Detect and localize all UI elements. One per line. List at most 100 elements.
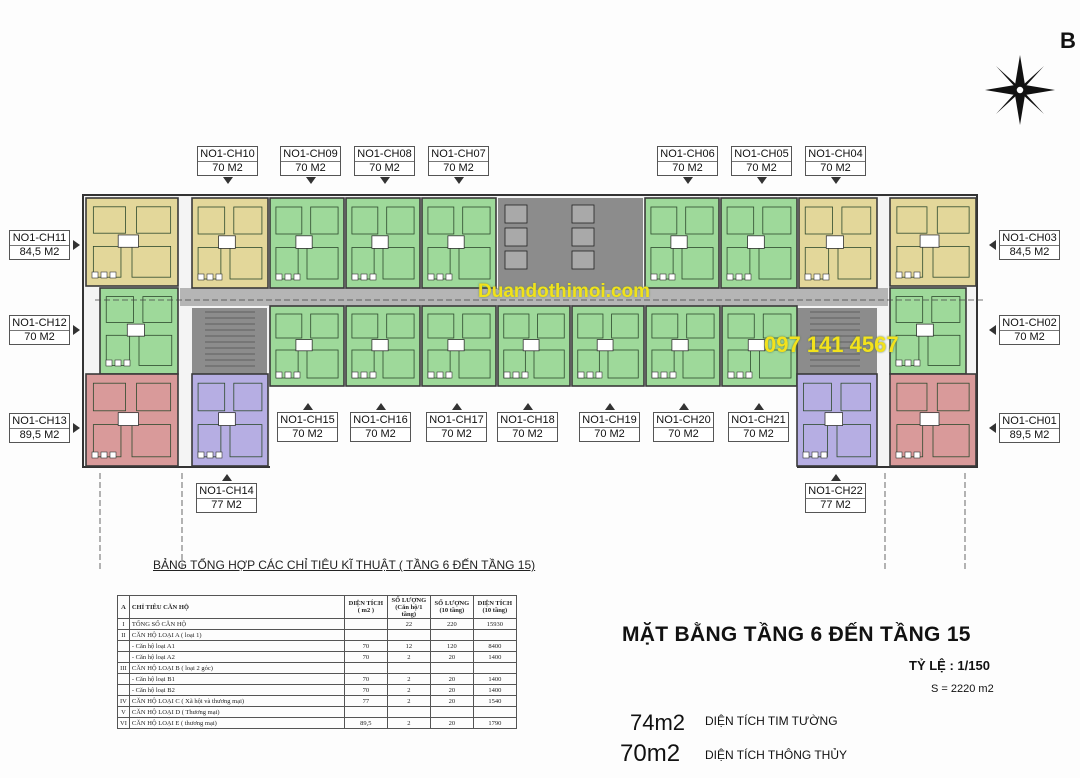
table-header-cell: SỐ LƯỢNG (Căn hộ/1 tầng) [386,595,431,619]
table-cell: 220 [429,618,474,630]
table-cell: 2 [386,684,431,696]
pointer-arrow-icon [523,403,533,410]
unit-no1-ch12 [99,287,179,375]
table-cell [429,706,474,718]
table-header-cell: A [117,595,130,619]
unit-area: 70 M2 [512,428,543,440]
unit-area: 70 M2 [295,162,326,174]
unit-no1-ch03 [889,197,977,287]
table-cell: 20 [429,651,474,663]
table-header-cell: SỐ LƯỢNG (10 tầng) [429,595,474,619]
unit-code: NO1-CH01 [1000,414,1059,429]
table-cell: III [117,662,130,674]
table-cell: 8400 [472,640,517,652]
unit-area: 70 M2 [292,428,323,440]
unit-code: NO1-CH19 [580,413,639,428]
table-cell: 12 [386,640,431,652]
unit-area: 89,5 M2 [1009,429,1050,441]
pointer-arrow-icon [223,177,233,184]
pointer-arrow-icon [73,240,80,250]
pointer-arrow-icon [73,423,80,433]
table-cell: 20 [429,717,474,729]
unit-code: NO1-CH07 [429,147,488,162]
table-cell: - Căn hộ loại A1 [128,640,345,652]
stair-core-left [192,308,267,374]
table-cell [343,629,388,641]
pointer-arrow-icon [679,403,689,410]
table-cell: CĂN HỘ LOẠI D ( Thương mại) [128,706,345,718]
table-header-cell: DIỆN TÍCH ( m2 ) [343,595,388,619]
unit-area: 77 M2 [211,499,242,511]
table-cell [472,706,517,718]
unit-no1-ch17 [421,305,497,387]
unit-no1-ch01 [889,373,977,467]
table-cell [343,662,388,674]
table-cell [117,651,130,663]
unit-code: NO1-CH06 [658,147,717,162]
pointer-arrow-icon [757,177,767,184]
unit-no1-ch10 [191,197,269,289]
unit-code: NO1-CH10 [198,147,257,162]
unit-no1-ch02 [889,287,967,375]
table-cell: V [117,706,130,718]
table-cell [386,706,431,718]
legend-value: 70m2 [620,740,681,767]
table-cell: II [117,629,130,641]
watermark-text: Duandothimoi.com [478,281,651,302]
unit-no1-ch11 [85,197,179,287]
pointer-arrow-icon [989,423,996,433]
unit-code: NO1-CH05 [732,147,791,162]
table-cell: 1400 [472,651,517,663]
pointer-arrow-icon [73,325,80,335]
core-details [205,204,860,367]
table-title: BẢNG TỔNG HỢP CÁC CHỈ TIÊU KĨ THUẬT ( TẦ… [153,558,536,572]
unit-area: 70 M2 [369,162,400,174]
pointer-arrow-icon [831,474,841,481]
unit-no1-ch13 [85,373,179,467]
table-cell: CĂN HỘ LOẠI A ( loại 1) [128,629,345,641]
table-cell: 20 [429,673,474,685]
unit-area: 70 M2 [668,428,699,440]
apartment-units [85,197,977,467]
unit-no1-ch21 [721,305,798,387]
grid-lines [95,299,985,570]
unit-area: 77 M2 [820,499,851,511]
unit-no1-ch22 [796,373,878,467]
legend-text: DIỆN TÍCH TIM TƯỜNG [705,714,838,728]
corridor [180,288,888,306]
unit-area: 70 M2 [672,162,703,174]
pointer-arrow-icon [306,177,316,184]
pointer-arrow-icon [683,177,693,184]
unit-area: 70 M2 [24,331,55,343]
pointer-arrow-icon [452,403,462,410]
table-cell: 70 [343,684,388,696]
table-cell: 70 [343,651,388,663]
table-cell [472,629,517,641]
table-cell: 77 [343,695,388,707]
table-cell: 2 [386,673,431,685]
unit-no1-ch05 [720,197,798,289]
unit-area: 70 M2 [594,428,625,440]
table-cell [472,662,517,674]
table-cell: I [117,618,130,630]
table-cell: 2 [386,651,431,663]
unit-no1-ch20 [645,305,721,387]
